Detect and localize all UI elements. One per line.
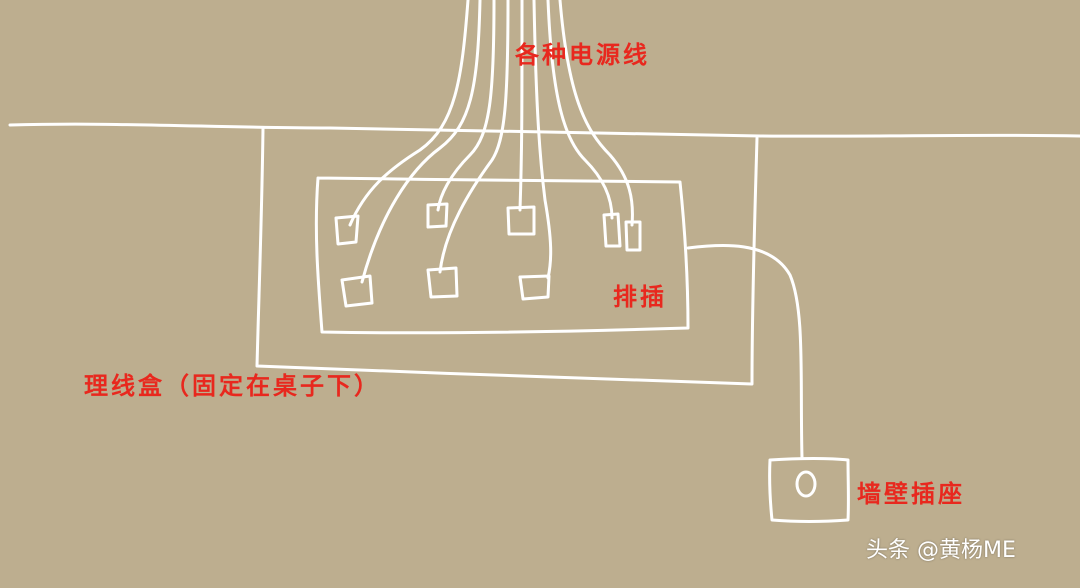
socket xyxy=(624,220,642,252)
desk-edge-line xyxy=(8,122,1080,138)
power-cord xyxy=(436,0,496,212)
cable-box-label: 理线盒（固定在桌子下） xyxy=(84,372,381,400)
power-cord xyxy=(546,0,614,220)
socket xyxy=(506,205,536,236)
socket xyxy=(334,214,360,246)
power-cord xyxy=(438,0,510,274)
socket xyxy=(340,274,374,308)
power-cord xyxy=(558,0,634,227)
power-strip-label: 排插 xyxy=(613,283,667,311)
wall-socket-outline xyxy=(768,457,850,523)
power-strip-outline xyxy=(314,176,690,335)
watermark: 头条 @黄杨ME xyxy=(866,538,1016,563)
power-cord xyxy=(360,0,482,284)
power-cord xyxy=(532,0,553,280)
socket xyxy=(426,202,449,229)
power-cord xyxy=(518,0,524,212)
power-cords-label: 各种电源线 xyxy=(515,41,650,69)
socket xyxy=(518,274,551,301)
strip-to-wall-cord xyxy=(686,243,804,460)
cable-box-outline xyxy=(255,126,759,386)
wall-socket-hole xyxy=(795,470,817,498)
socket xyxy=(426,266,459,299)
wall-socket-label: 墙壁插座 xyxy=(857,480,965,508)
power-cord xyxy=(348,0,470,227)
